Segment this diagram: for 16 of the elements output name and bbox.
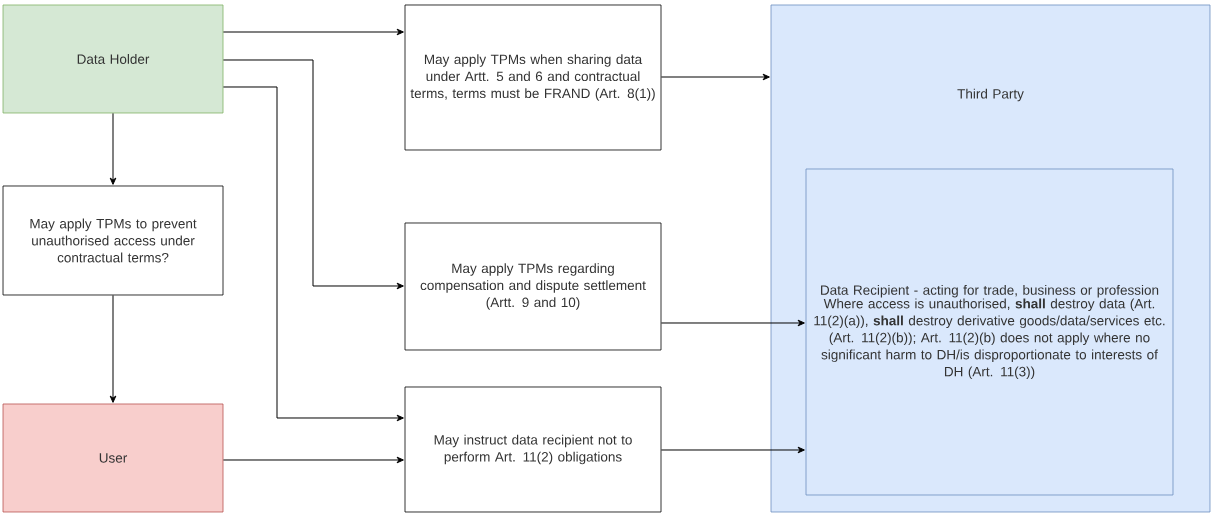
arrow — [109, 294, 117, 403]
process-box: May apply TPMs when sharing data under Artt. 5 and 6 and contractual terms, terms must be FRAND (Art. 8(1)) — [404, 4, 662, 151]
question-box: May apply TPMs to prevent unauthorised access under contractual terms? — [2, 185, 224, 296]
arrow — [222, 28, 404, 36]
process-box: May apply TPMs regarding compensation and dispute settlement (Artt. 9 and 10) — [404, 222, 662, 351]
arrow — [222, 86, 404, 422]
arrow — [660, 319, 805, 327]
process-box: May instruct data recipient not to perform Art. 11(2) obligations — [404, 386, 662, 513]
arrow — [109, 112, 117, 185]
arrow — [660, 446, 805, 454]
user-box: User — [2, 403, 224, 513]
arrow — [222, 59, 404, 290]
arrow — [660, 73, 770, 81]
recipient-box: Data Recipient - acting for trade, business or profession Where access is unauthorised, shall destroy data (Art. 11(2)(a)), shall destroy derivative goods/data/services etc. (Art. 11(2)(b)); Art. 11(2)(b) does not apply where no significant harm to DH/is disproportionate to interests of DH (Art. 11(3)) — [805, 168, 1174, 496]
arrow — [222, 456, 404, 464]
holder-box: Data Holder — [2, 4, 224, 114]
